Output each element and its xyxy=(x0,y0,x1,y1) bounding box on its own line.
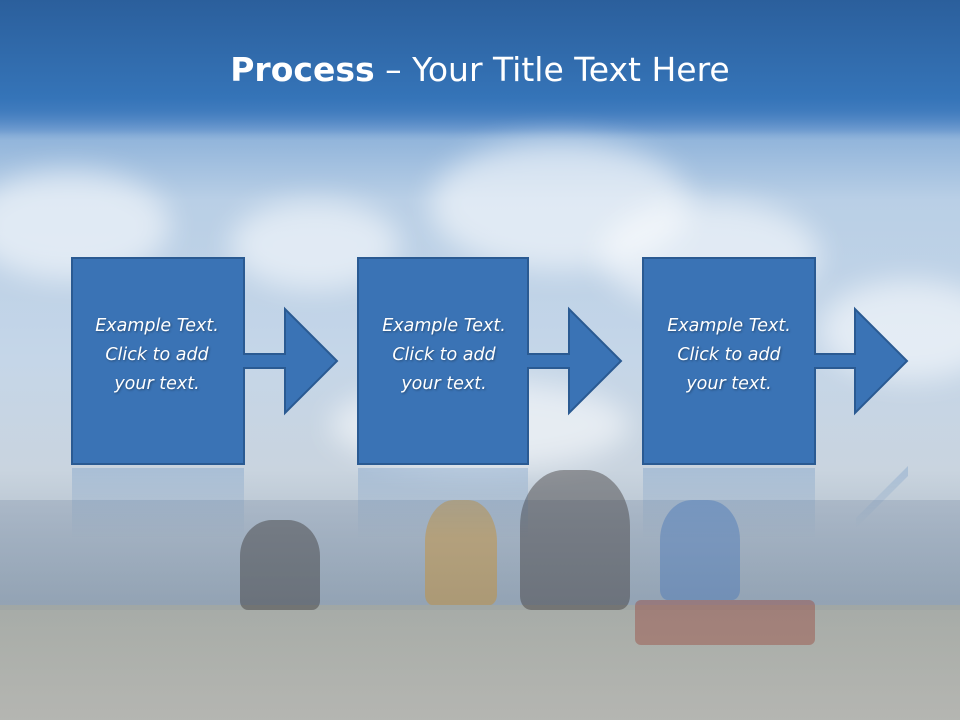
reflection xyxy=(856,466,908,528)
process-step-3[interactable]: Example Text. Click to add your text. xyxy=(642,257,909,467)
reflection xyxy=(72,468,244,538)
process-step-2[interactable]: Example Text. Click to add your text. xyxy=(357,257,623,467)
reflection xyxy=(358,468,528,538)
arrow-shape xyxy=(642,257,909,465)
step-text: Example Text. Click to add your text. xyxy=(382,316,506,394)
person-figure xyxy=(240,520,320,610)
title-rest: – Your Title Text Here xyxy=(374,50,730,89)
title-bold: Process xyxy=(230,50,375,89)
process-step-1[interactable]: Example Text. Click to add your text. xyxy=(71,257,339,467)
arrow-shape xyxy=(71,257,339,465)
sea-wall xyxy=(0,605,960,720)
person-figure xyxy=(520,470,630,610)
step-reflections xyxy=(72,466,908,538)
step-text: Example Text. Click to add your text. xyxy=(95,316,219,394)
arrow-shape xyxy=(357,257,623,465)
step-text: Example Text. Click to add your text. xyxy=(667,316,791,394)
boat-figure xyxy=(635,600,815,645)
slide-title[interactable]: Process – Your Title Text Here xyxy=(0,50,960,89)
reflection xyxy=(643,468,815,538)
title-band xyxy=(0,0,960,140)
